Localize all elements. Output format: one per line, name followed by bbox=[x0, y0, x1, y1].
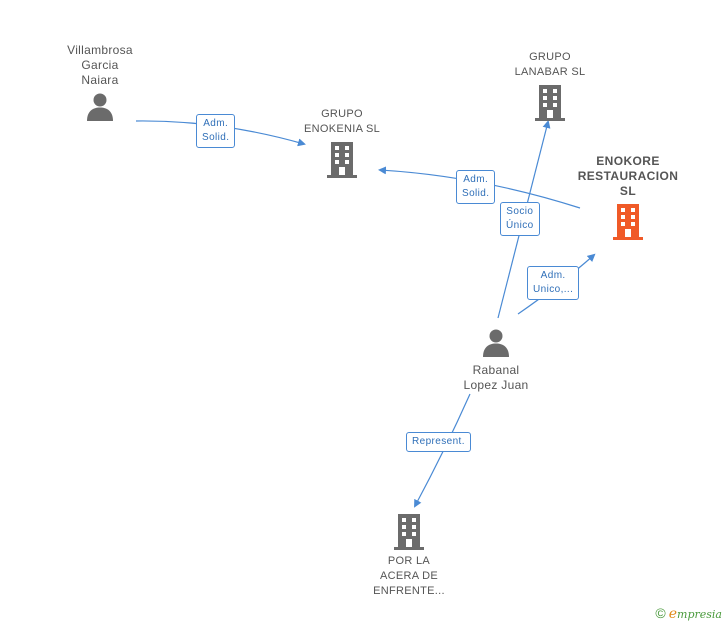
building-icon-highlighted bbox=[613, 204, 643, 240]
building-icon bbox=[327, 142, 357, 178]
node-por-la-acera-de-enfrente[interactable]: POR LA ACERA DE ENFRENTE... bbox=[362, 514, 456, 599]
node-label: GRUPO ENOKENIA SL bbox=[303, 108, 381, 135]
node-label: POR LA ACERA DE ENFRENTE... bbox=[373, 555, 445, 597]
building-icon bbox=[535, 85, 565, 121]
node-label: Rabanal Lopez Juan bbox=[463, 363, 529, 392]
node-villambrosa-garcia-naiara[interactable]: Villambrosa Garcia Naiara bbox=[55, 43, 145, 121]
person-icon bbox=[87, 93, 113, 121]
node-label: GRUPO LANABAR SL bbox=[514, 51, 586, 78]
node-label: Villambrosa Garcia Naiara bbox=[67, 43, 133, 87]
node-rabanal-lopez-juan[interactable]: Rabanal Lopez Juan bbox=[446, 327, 546, 393]
building-icon bbox=[394, 514, 424, 550]
copyright-symbol: © bbox=[655, 605, 666, 621]
edge-label-socio-unico[interactable]: Socio Único bbox=[500, 202, 540, 236]
node-label: ENOKORE RESTAURACION SL bbox=[577, 154, 679, 198]
edge-label-adm-solid-enokore[interactable]: Adm. Solid. bbox=[456, 170, 496, 204]
node-enokore-restauracion-sl[interactable]: ENOKORE RESTAURACION SL bbox=[568, 154, 688, 240]
edge-label-adm-solid-villambrosa[interactable]: Adm. Solid. bbox=[196, 114, 236, 148]
node-grupo-lanabar-sl[interactable]: GRUPO LANABAR SL bbox=[505, 50, 595, 121]
edge-label-adm-unico[interactable]: Adm. Unico,... bbox=[527, 266, 580, 300]
node-grupo-enokenia-sl[interactable]: GRUPO ENOKENIA SL bbox=[295, 107, 389, 178]
person-icon bbox=[483, 329, 509, 357]
empresia-logo: ©empresia bbox=[655, 605, 722, 622]
edge-label-represent[interactable]: Represent. bbox=[406, 432, 471, 452]
